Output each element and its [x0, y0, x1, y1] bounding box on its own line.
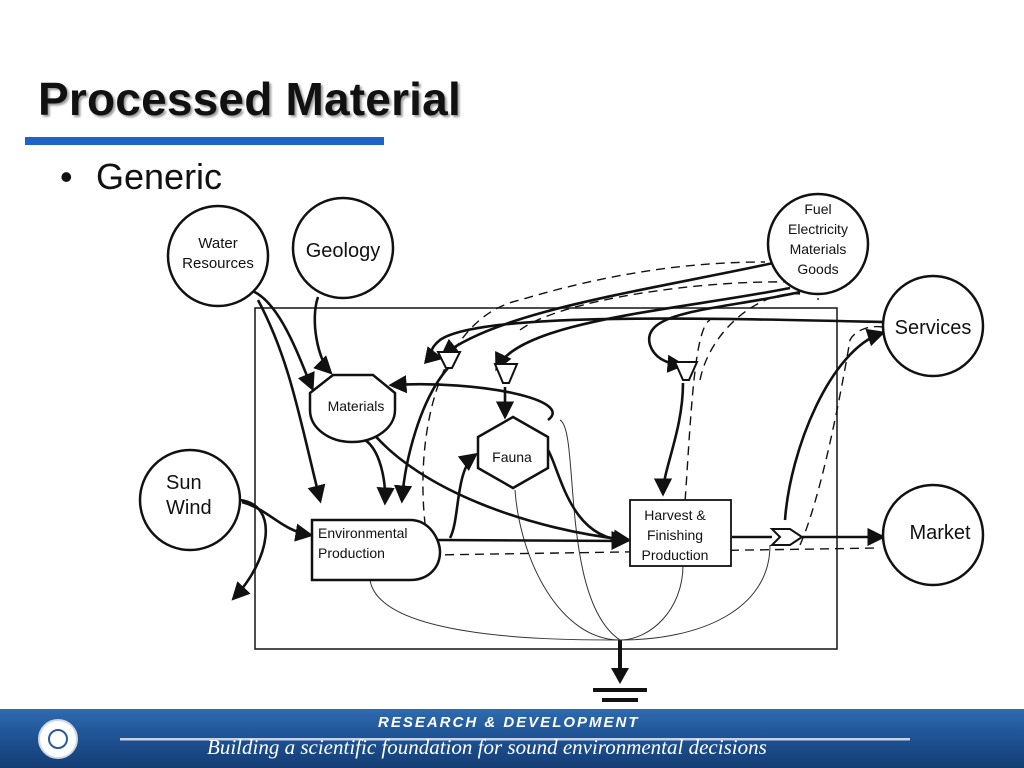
fuel-label: Fuel — [804, 201, 831, 217]
footer-divider — [120, 738, 910, 740]
materials-source-label: Materials — [790, 241, 847, 257]
footer-divider-shadow — [120, 740, 910, 741]
env-production-label-1: Environmental — [318, 525, 408, 541]
system-boundary — [254, 307, 838, 650]
materials-label: Materials — [328, 398, 385, 414]
producer-environmental-production: Environmental Production — [310, 518, 442, 582]
market-label: Market — [909, 522, 971, 544]
sun-label: Sun — [166, 472, 202, 494]
services-label: Services — [895, 317, 972, 339]
harvest-label-2: Finishing — [647, 527, 703, 543]
consumer-fauna: Fauna — [476, 415, 550, 490]
water-label-2: Resources — [182, 255, 254, 272]
interaction-symbols — [436, 351, 804, 546]
process-harvest-finishing: Harvest & Finishing Production — [629, 499, 732, 567]
energy-flow-arrows — [231, 260, 886, 601]
slide-title: Processed Material — [38, 73, 461, 125]
env-production-label-2: Production — [318, 545, 385, 561]
footer-research-text: RESEARCH & DEVELOPMENT — [378, 714, 640, 731]
epa-seal-icon — [38, 719, 78, 759]
bullet-item: • Generic — [60, 156, 222, 198]
title-underline — [25, 137, 384, 145]
water-label-1: Water — [198, 235, 237, 252]
electricity-label: Electricity — [788, 221, 848, 237]
fauna-label: Fauna — [492, 449, 532, 465]
heat-sink-icon — [593, 640, 647, 702]
footer-tagline: Building a scientific foundation for sou… — [207, 735, 767, 759]
storage-materials: Materials — [308, 373, 397, 444]
energy-systems-diagram: Water Resources Geology Sun Wind Fuel El… — [138, 192, 985, 702]
source-services: Services — [881, 274, 985, 378]
heat-flow-lines — [369, 419, 771, 641]
harvest-label-1: Harvest & — [644, 507, 706, 523]
sink-market: Market — [881, 483, 985, 587]
source-fuel-electricity: Fuel Electricity Materials Goods — [766, 192, 870, 296]
bullet-text: Generic — [96, 156, 223, 197]
goods-label: Goods — [797, 261, 838, 277]
geology-label: Geology — [306, 240, 381, 262]
bullet-dot: • — [60, 156, 73, 197]
source-water-resources: Water Resources — [166, 204, 270, 308]
wind-label: Wind — [166, 497, 212, 519]
source-sun-wind: Sun Wind — [138, 448, 242, 552]
footer-band: RESEARCH & DEVELOPMENT Building a scient… — [0, 709, 1024, 768]
source-geology: Geology — [291, 196, 395, 300]
harvest-label-3: Production — [642, 547, 709, 563]
